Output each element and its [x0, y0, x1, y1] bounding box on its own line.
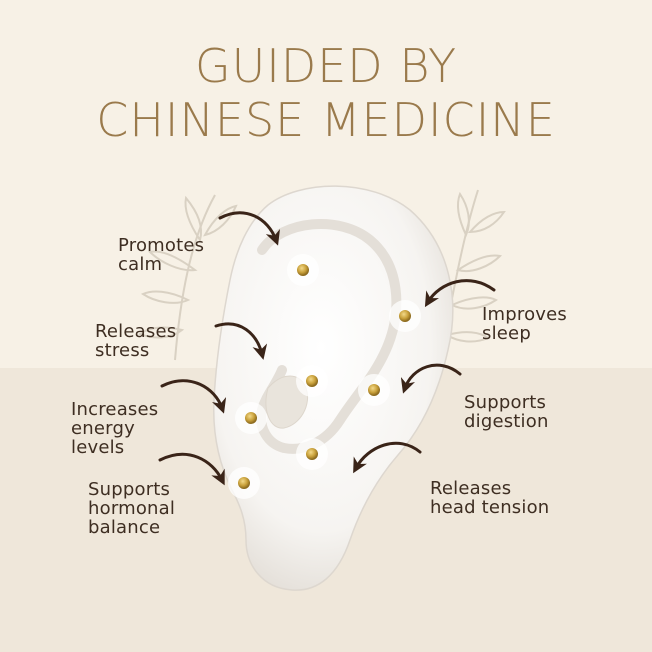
- label-improves-sleep: Improves sleep: [482, 304, 567, 344]
- arrow-energy: [160, 379, 227, 414]
- title-line-1: GUIDED BY: [194, 39, 458, 93]
- title-line-2: CHINESE MEDICINE: [96, 93, 556, 147]
- stud-energy: [235, 402, 267, 434]
- stud-digestion: [358, 374, 390, 406]
- stud-sleep: [389, 300, 421, 332]
- arrow-digestion: [400, 363, 462, 394]
- label-supports-digestion: Supports digestion: [464, 392, 549, 432]
- label-increases-energy: Increases energy levels: [71, 399, 159, 458]
- stud-hormonal: [228, 467, 260, 499]
- stud-tension: [296, 438, 328, 470]
- leaf-branch-left: [137, 194, 238, 361]
- label-releases-head-tension: Releases head tension: [430, 478, 550, 518]
- arrow-hormonal: [158, 452, 225, 486]
- arrow-calm: [218, 211, 280, 246]
- stud-calm: [287, 254, 319, 286]
- label-releases-stress: Releases stress: [95, 321, 177, 361]
- arrow-stress: [214, 322, 268, 360]
- label-promotes-calm: Promotes calm: [118, 235, 205, 275]
- arrow-sleep: [424, 279, 496, 308]
- ear-shape: [212, 185, 454, 591]
- arrow-tension: [353, 441, 422, 474]
- stud-stress: [296, 365, 328, 397]
- label-supports-hormonal: Supports hormonal balance: [88, 479, 176, 538]
- ear-canal: [265, 375, 308, 429]
